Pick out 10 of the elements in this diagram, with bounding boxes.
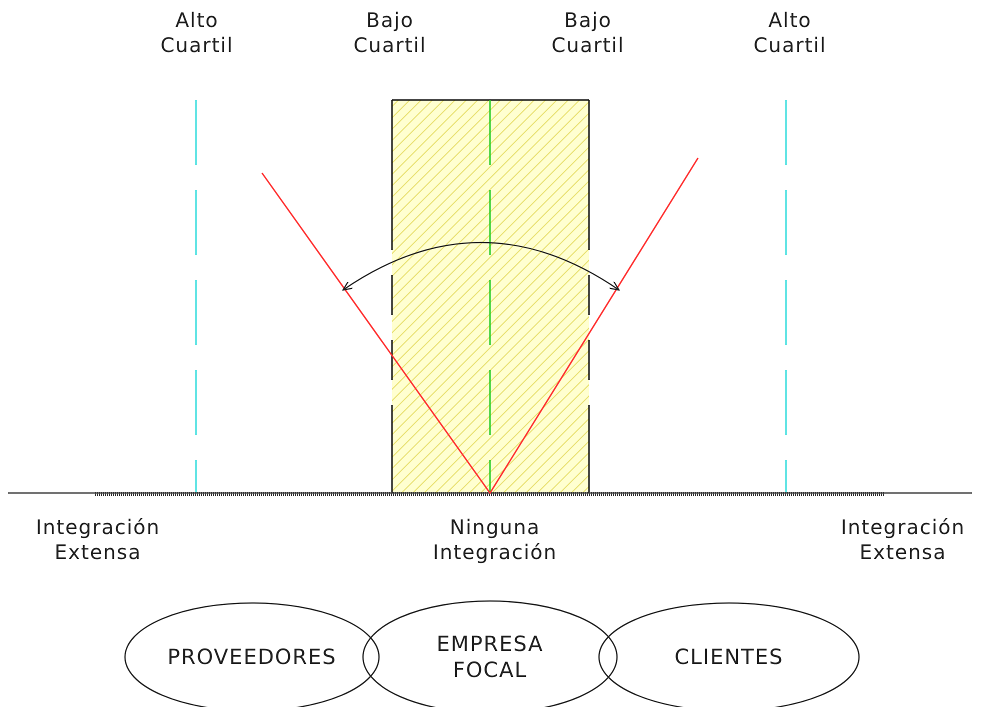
- quartile-label: Bajo Cuartil: [352, 8, 428, 58]
- quartile-label: Alto Cuartil: [752, 8, 828, 58]
- ellipse-label: PROVEEDORES: [167, 644, 337, 670]
- ellipse-label: EMPRESA FOCAL: [436, 631, 544, 683]
- integration-label: Ninguna Integración: [432, 515, 558, 565]
- ellipse-label: CLIENTES: [674, 644, 784, 670]
- quartile-label: Alto Cuartil: [159, 8, 235, 58]
- quartile-label: Bajo Cuartil: [550, 8, 626, 58]
- integration-label: Integración Extensa: [840, 515, 966, 565]
- integration-label: Integración Extensa: [34, 515, 162, 565]
